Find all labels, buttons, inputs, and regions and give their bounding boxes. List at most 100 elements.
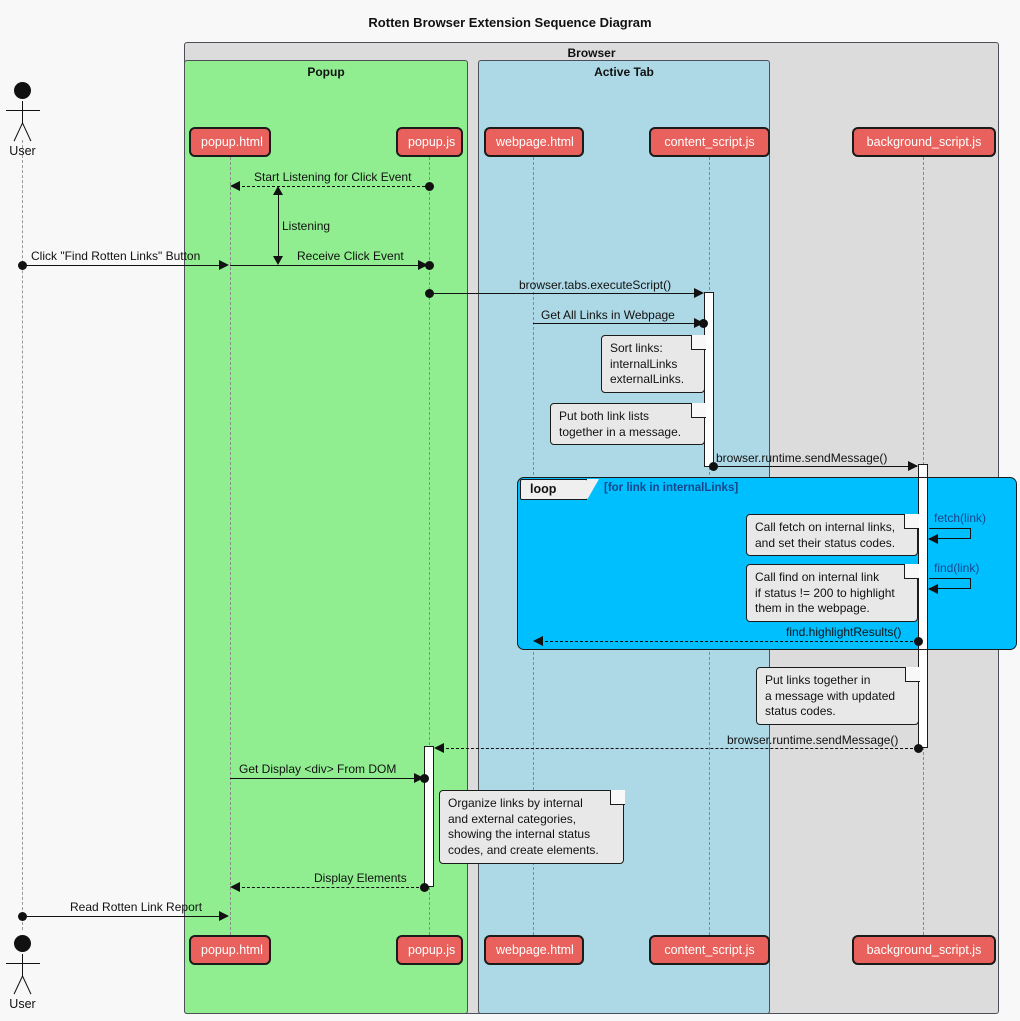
message-label-click-button: Click "Find Rotten Links" Button	[31, 249, 201, 263]
message-line-get-all-links	[533, 323, 704, 324]
lifeline-popup-js	[429, 157, 430, 935]
message-target-dot-receive-click	[425, 261, 434, 270]
participant-popup-html-top[interactable]: popup.html	[189, 127, 271, 157]
participant-popup-js-bottom[interactable]: popup.js	[396, 935, 463, 965]
message-arrow-listening-up	[273, 186, 283, 195]
activation-background-script-overlay	[918, 477, 928, 650]
message-line-highlight-results	[540, 641, 918, 642]
message-source-dot-display-elements	[420, 883, 429, 892]
message-line-receive-click	[230, 265, 427, 266]
note-fold-put-links-together	[905, 667, 920, 682]
message-label-find-link: find(link)	[934, 561, 980, 575]
message-line-send-message-2	[441, 748, 918, 749]
actor-leg-right-bottom	[22, 975, 32, 995]
message-arrow-receive-click	[418, 260, 428, 270]
message-arrow-fetch-link	[928, 534, 938, 544]
lifeline-user	[22, 140, 23, 930]
lifeline-popup-html	[230, 157, 231, 935]
actor-arms-top	[6, 110, 40, 111]
participant-background-script-js-bottom[interactable]: background_script.js	[852, 935, 996, 965]
note-organize-links: Organize links by internal and external …	[439, 790, 624, 864]
message-source-dot-send-message-1	[709, 462, 718, 471]
message-line-start-listening	[237, 186, 430, 187]
fragment-loop-tab-corner	[587, 478, 599, 500]
note-fold-sort-links	[691, 335, 706, 350]
message-label-listening: Listening	[282, 219, 331, 233]
message-source-dot-click-button	[18, 261, 27, 270]
frame-popup: Popup	[184, 60, 468, 1014]
actor-head-top	[14, 82, 31, 99]
actor-leg-right-top	[22, 122, 32, 142]
message-selfcall-find-link	[929, 578, 971, 589]
note-fold-call-find	[904, 564, 919, 579]
message-arrow-click-button	[219, 260, 229, 270]
message-line-listening	[278, 190, 279, 262]
note-put-both-lists: Put both link lists together in a messag…	[550, 403, 705, 445]
message-source-dot-read-report	[18, 912, 27, 921]
message-line-send-message-1	[714, 466, 917, 467]
message-target-dot-get-all-links	[699, 319, 708, 328]
message-source-dot-send-message-2	[914, 744, 923, 753]
note-fold-call-fetch	[904, 514, 919, 529]
activation-content-script	[704, 292, 714, 467]
note-fold-put-both-lists	[691, 403, 706, 418]
actor-label-top: User	[9, 144, 36, 158]
message-source-dot-highlight-results	[914, 637, 923, 646]
message-arrow-send-message-2	[434, 743, 444, 753]
note-fold-organize-links	[610, 790, 625, 805]
participant-content-script-js-top[interactable]: content_script.js	[649, 127, 770, 157]
actor-arms-bottom	[6, 963, 40, 964]
message-arrow-send-message-1	[908, 461, 918, 471]
participant-popup-html-bottom[interactable]: popup.html	[189, 935, 271, 965]
message-label-display-elements: Display Elements	[314, 871, 407, 885]
frame-active-tab-label: Active Tab	[594, 65, 654, 79]
fragment-loop-guard: [for link in internalLinks]	[604, 482, 739, 494]
message-label-get-all-links: Get All Links in Webpage	[541, 308, 675, 322]
message-arrow-highlight-results	[533, 636, 543, 646]
message-line-click-button	[26, 265, 227, 266]
participant-popup-js-top[interactable]: popup.js	[396, 127, 463, 157]
actor-leg-left-bottom	[13, 975, 23, 995]
message-target-dot-get-display-div	[420, 774, 429, 783]
activation-popup-js-bottom	[424, 746, 434, 887]
message-label-fetch-link: fetch(link)	[934, 511, 987, 525]
participant-webpage-html-bottom[interactable]: webpage.html	[484, 935, 584, 965]
page-title: Rotten Browser Extension Sequence Diagra…	[368, 15, 652, 30]
message-arrow-start-listening	[230, 181, 240, 191]
actor-head-bottom	[14, 935, 31, 952]
message-arrow-execute-script	[694, 288, 704, 298]
message-arrow-listening-down	[273, 256, 283, 265]
frame-popup-label: Popup	[307, 65, 345, 79]
message-source-dot-execute-script	[425, 289, 434, 298]
frame-browser-label: Browser	[567, 46, 616, 60]
message-label-start-listening: Start Listening for Click Event	[254, 170, 412, 184]
message-line-display-elements	[237, 887, 424, 888]
actor-label-bottom: User	[9, 997, 36, 1011]
actor-body-bottom	[22, 954, 23, 977]
participant-background-script-js-top[interactable]: background_script.js	[852, 127, 996, 157]
message-source-dot-start-listening	[425, 182, 434, 191]
message-label-execute-script: browser.tabs.executeScript()	[519, 278, 672, 292]
message-arrow-find-link	[928, 584, 938, 594]
message-selfcall-fetch-link	[929, 528, 971, 539]
note-call-find: Call find on internal link if status != …	[746, 564, 918, 622]
message-line-execute-script	[429, 293, 702, 294]
participant-webpage-html-top[interactable]: webpage.html	[484, 127, 584, 157]
note-put-links-together: Put links together in a message with upd…	[756, 667, 919, 725]
actor-leg-left-top	[13, 122, 23, 142]
message-arrow-read-report	[219, 911, 229, 921]
message-label-get-display-div: Get Display <div> From DOM	[239, 762, 397, 776]
note-sort-links: Sort links: internalLinks externalLinks.	[601, 335, 705, 393]
participant-content-script-js-bottom[interactable]: content_script.js	[649, 935, 770, 965]
fragment-loop-tab: loop	[520, 478, 599, 500]
message-label-highlight-results: find.highlightResults()	[786, 625, 902, 639]
message-arrow-get-display-div	[414, 773, 424, 783]
message-label-send-message-2: browser.runtime.sendMessage()	[727, 733, 899, 747]
actor-body-top	[22, 101, 23, 124]
message-line-read-report	[26, 916, 227, 917]
message-arrow-display-elements	[230, 882, 240, 892]
message-line-get-display-div	[230, 778, 423, 779]
message-label-read-report: Read Rotten Link Report	[70, 900, 203, 914]
message-label-send-message-1: browser.runtime.sendMessage()	[716, 451, 888, 465]
